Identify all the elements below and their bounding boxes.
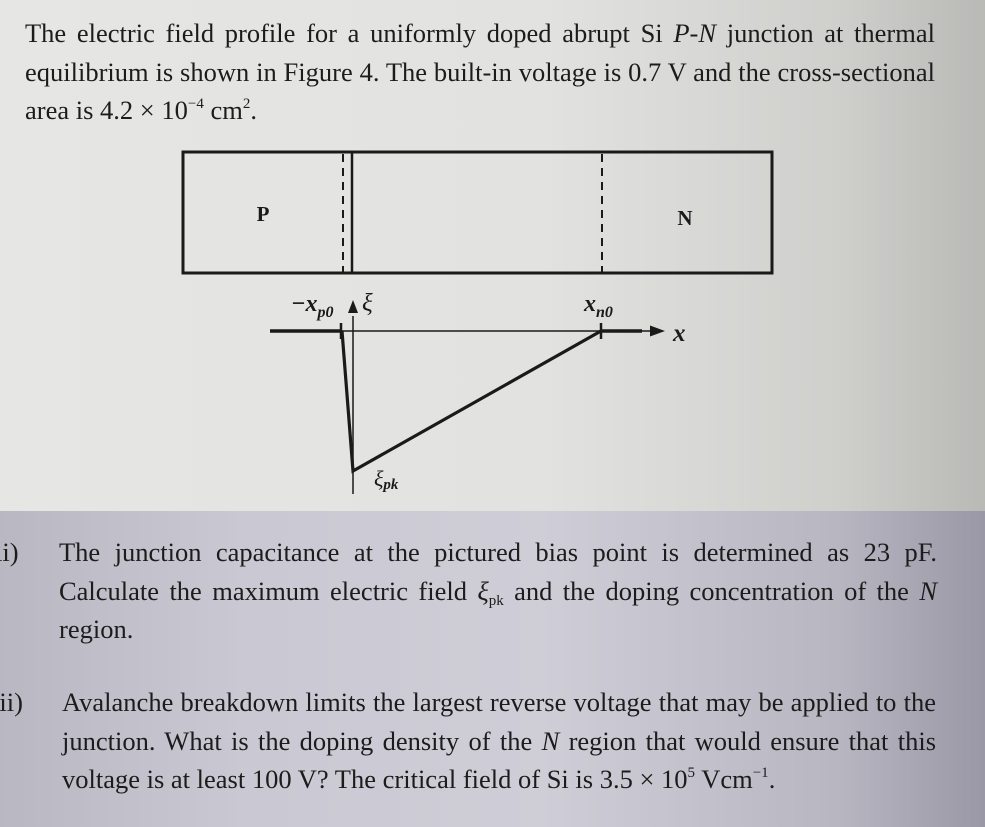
exponent: 5: [687, 765, 696, 781]
figure-panel-background: [0, 0, 985, 511]
junction-block: P N: [181, 150, 774, 275]
unit-text: cm: [203, 95, 243, 125]
xi-subscript: pk: [488, 592, 504, 609]
xn0-label: xn0: [583, 291, 613, 321]
q3-text-cont: region that would ensure that this volta…: [62, 725, 937, 795]
intro-text: The electric field profile for a uniform…: [25, 18, 674, 48]
period: .: [768, 764, 776, 794]
question-number-ii: ii): [0, 537, 19, 567]
xi-axis-label: ξ: [362, 290, 373, 317]
exponent: −4: [187, 96, 204, 112]
question-iii-text: Avalanche breakdown limits the largest r…: [62, 683, 936, 799]
unit-exponent: −1: [752, 765, 769, 781]
q2-text: The junction capacitance at the pictured…: [59, 537, 937, 606]
q2-text-cont: and the doping concentration of the: [503, 575, 920, 606]
q2-text-end: region.: [59, 614, 134, 644]
pn-junction-figure: P N −xp0 ξ xn0 x ξpk: [181, 150, 774, 494]
xi-axis-arrow-icon: [348, 300, 358, 313]
p-region-label: P: [257, 202, 270, 226]
question-ii-text: The junction capacitance at the pictured…: [59, 533, 937, 649]
intro-text-cont: junction at thermal equilibrium is shown…: [25, 18, 935, 125]
xp0-label: −xp0: [291, 291, 334, 321]
unit-text: Vcm: [695, 764, 753, 794]
xi-pk-label: ξpk: [374, 466, 399, 493]
unit-exponent: 2: [242, 96, 251, 112]
xi-symbol: ξ: [477, 575, 489, 606]
question-number-iii: iii): [0, 687, 23, 717]
problem-intro-paragraph: The electric field profile for a uniform…: [25, 14, 935, 130]
pn-italic: P-N: [673, 18, 717, 48]
electric-field-profile: [340, 329, 602, 474]
x-axis-arrow-icon: [650, 325, 665, 337]
period: .: [250, 95, 257, 125]
n-region-label: N: [677, 206, 692, 230]
x-axis-label: x: [672, 320, 686, 347]
n-italic: N: [919, 575, 937, 606]
field-plot: −xp0 ξ xn0 x ξpk: [270, 290, 686, 494]
q3-text: Avalanche breakdown limits the largest r…: [62, 687, 936, 756]
n-italic: N: [541, 725, 560, 756]
questions-panel-background: [0, 511, 985, 827]
